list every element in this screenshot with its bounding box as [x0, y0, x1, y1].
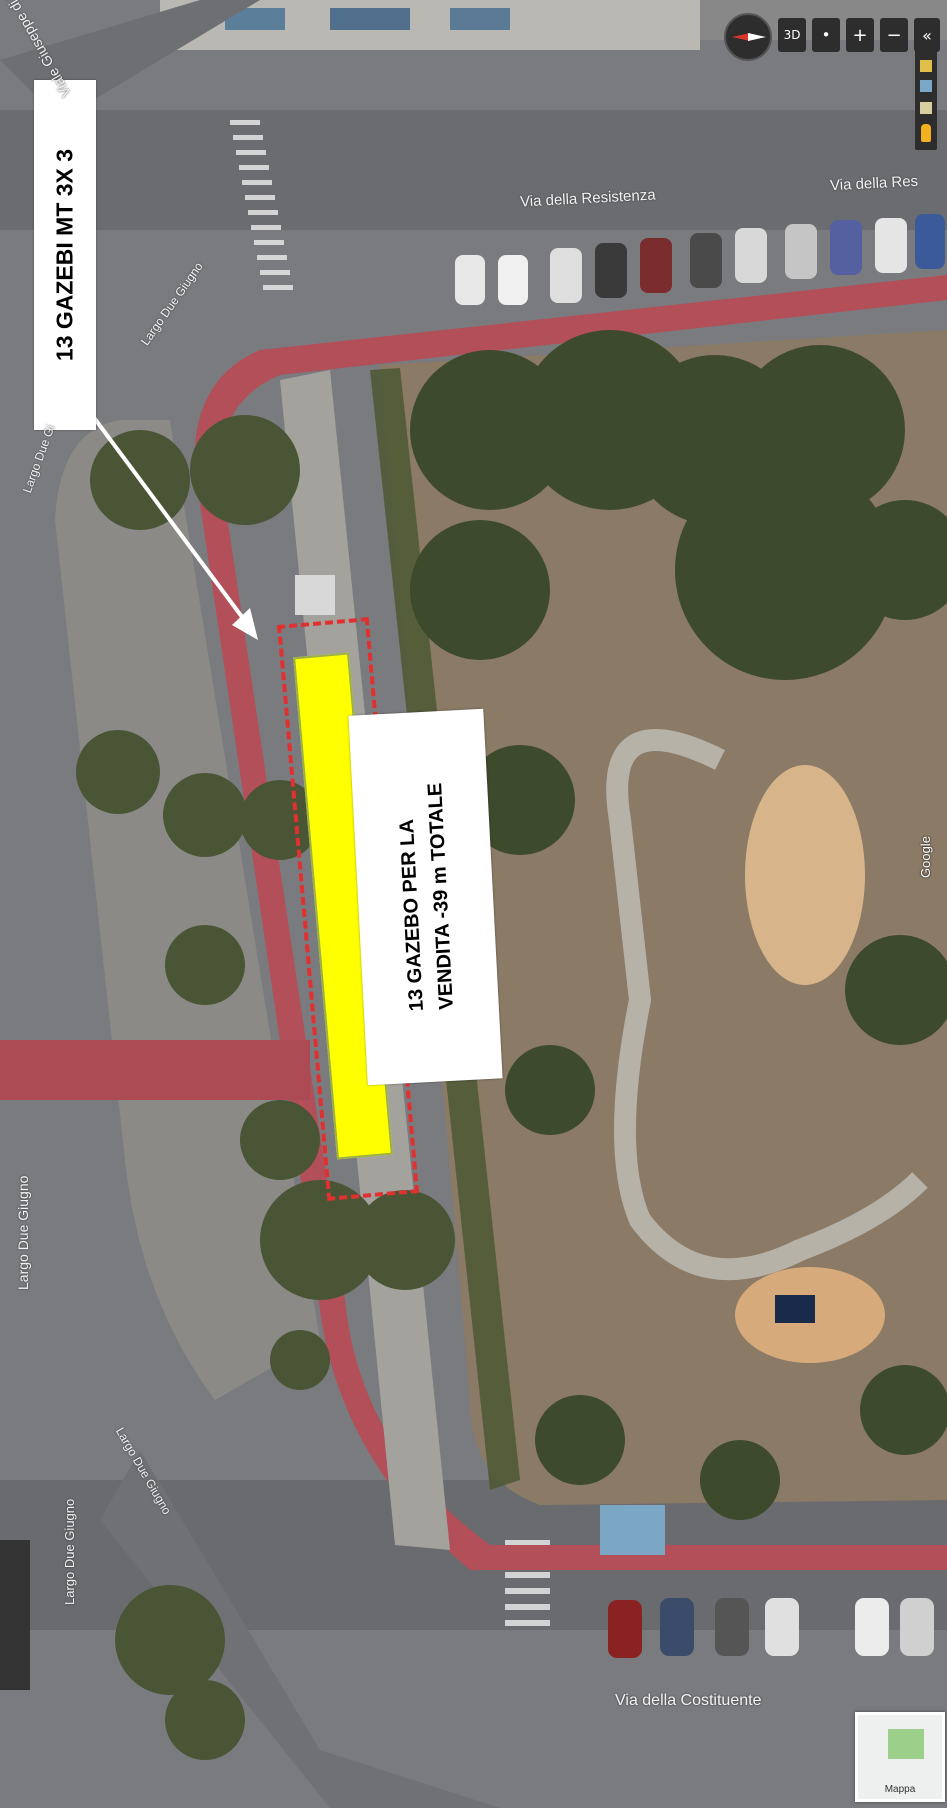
pegman-icon[interactable]	[915, 50, 937, 150]
collapse-panel-button[interactable]: «	[914, 18, 940, 52]
locate-button[interactable]: •	[812, 18, 840, 52]
minimap-thumbnail-icon	[888, 1729, 924, 1759]
minimap-label: Mappa	[884, 1784, 916, 1795]
zoom-out-button[interactable]: −	[880, 18, 908, 52]
tilt-3d-button[interactable]: 3D	[778, 18, 806, 52]
google-attribution: Google	[918, 836, 933, 878]
zoom-in-button[interactable]: +	[846, 18, 874, 52]
gazebi-label: 13 GAZEBI MT 3X 3	[51, 148, 78, 362]
street-largo-3: Largo Due Giugno	[15, 1175, 31, 1290]
street-costituente: Via della Costituente	[615, 1692, 762, 1709]
street-largo-5: Largo Due Giugno	[62, 1498, 77, 1605]
gazebi-label-box: 13 GAZEBI MT 3X 3	[34, 80, 96, 430]
compass-icon[interactable]	[724, 13, 772, 61]
gazebo-label-box: 13 GAZEBO PER LA VENDITA -39 m TOTALE	[348, 708, 503, 1086]
minimap-toggle[interactable]: Mappa	[855, 1712, 945, 1802]
